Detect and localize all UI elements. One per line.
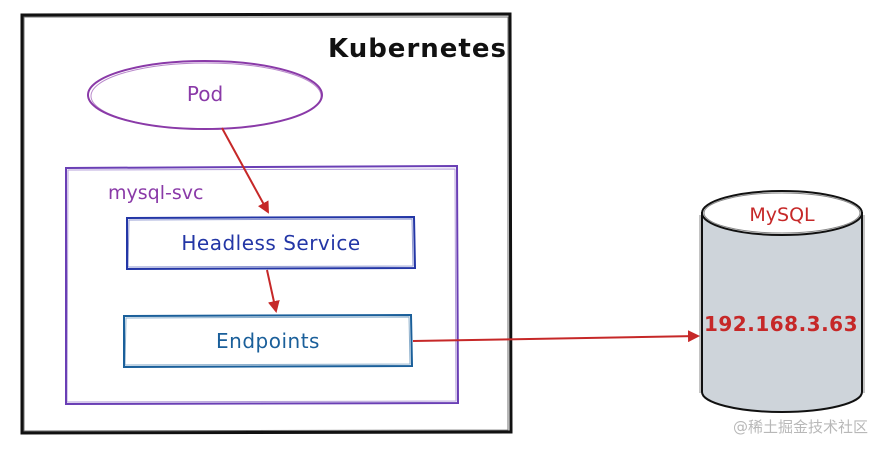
service-group-box — [65, 164, 460, 406]
watermark-text: @稀土掘金技术社区 — [733, 418, 868, 436]
headless-service-box — [126, 215, 417, 271]
service-group-label: mysql-svc — [108, 182, 203, 204]
pod-node — [87, 60, 323, 130]
pod-label: Pod — [187, 82, 223, 106]
cluster-label: Kubernetes — [328, 34, 507, 64]
mysql-ip-label: 192.168.3.63 — [704, 312, 858, 336]
arrow-headless-to-endpoints — [266, 269, 280, 313]
headless-service-label: Headless Service — [181, 231, 360, 255]
arrow-endpoints-to-mysql — [412, 330, 700, 343]
endpoints-box — [123, 313, 414, 369]
mysql-label: MySQL — [749, 204, 815, 226]
endpoints-label: Endpoints — [216, 329, 320, 353]
kubernetes-cluster-box — [20, 12, 513, 435]
arrow-pod-to-headless — [221, 127, 269, 214]
mysql-database-cylinder — [699, 190, 865, 413]
